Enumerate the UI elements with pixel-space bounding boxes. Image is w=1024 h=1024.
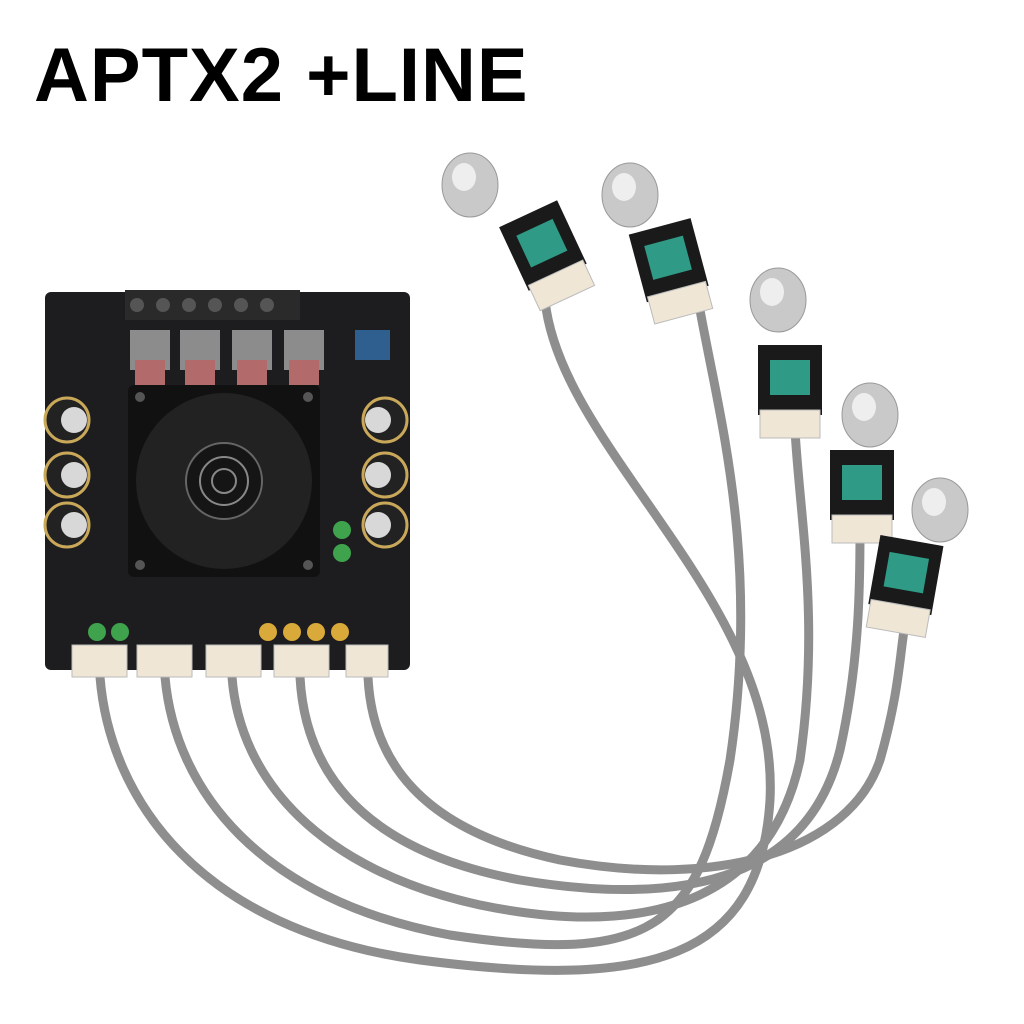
cable-1 (95, 295, 775, 975)
cable-3 (227, 425, 814, 922)
amplifier-board (43, 290, 410, 678)
potentiometer-4 (830, 382, 899, 544)
cables (95, 295, 910, 975)
cooling-fan (128, 385, 320, 577)
potentiometer-3 (749, 267, 822, 439)
product-title: APTX2 +LINE (34, 33, 529, 118)
capacitors (43, 396, 409, 641)
cable-5 (363, 620, 910, 875)
potentiometer-5 (865, 477, 969, 638)
cable-4 (295, 525, 865, 894)
board-connectors (71, 644, 389, 678)
potentiometer-2 (601, 162, 714, 325)
potentiometer-modules (441, 152, 969, 638)
potentiometer-1 (441, 152, 596, 312)
cable-2 (160, 305, 746, 950)
